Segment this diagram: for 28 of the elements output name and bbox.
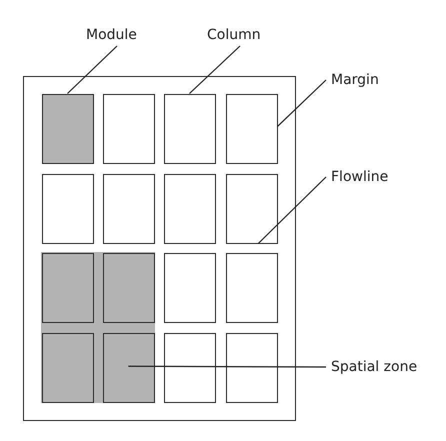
grid-module — [42, 252, 94, 322]
grid-module — [226, 332, 278, 402]
grid-module — [164, 174, 216, 244]
grid-module — [102, 174, 154, 244]
grid-module — [102, 332, 154, 402]
grid-module — [164, 332, 216, 402]
leader-line — [67, 46, 118, 94]
callout-label: Margin — [331, 72, 401, 88]
grid-module — [164, 252, 216, 322]
grid-module — [42, 174, 94, 244]
callout-label: Column — [207, 27, 277, 43]
grid-module — [226, 94, 278, 164]
grid-module — [226, 252, 278, 322]
grid-module — [42, 332, 94, 402]
callout-label: Flowline — [331, 169, 411, 185]
leader-line — [189, 46, 240, 94]
spatial-zone — [40, 252, 154, 402]
callout-label: Spatial zone — [331, 359, 441, 375]
grid-module — [102, 252, 154, 322]
grid-module — [226, 174, 278, 244]
grid-module — [102, 94, 154, 164]
leader-line — [277, 80, 326, 127]
leader-line — [128, 366, 326, 368]
leader-line — [258, 176, 326, 244]
grid-module — [164, 94, 216, 164]
callout-label: Module — [86, 27, 156, 43]
page-outline — [23, 76, 296, 421]
grid-module — [42, 94, 94, 164]
